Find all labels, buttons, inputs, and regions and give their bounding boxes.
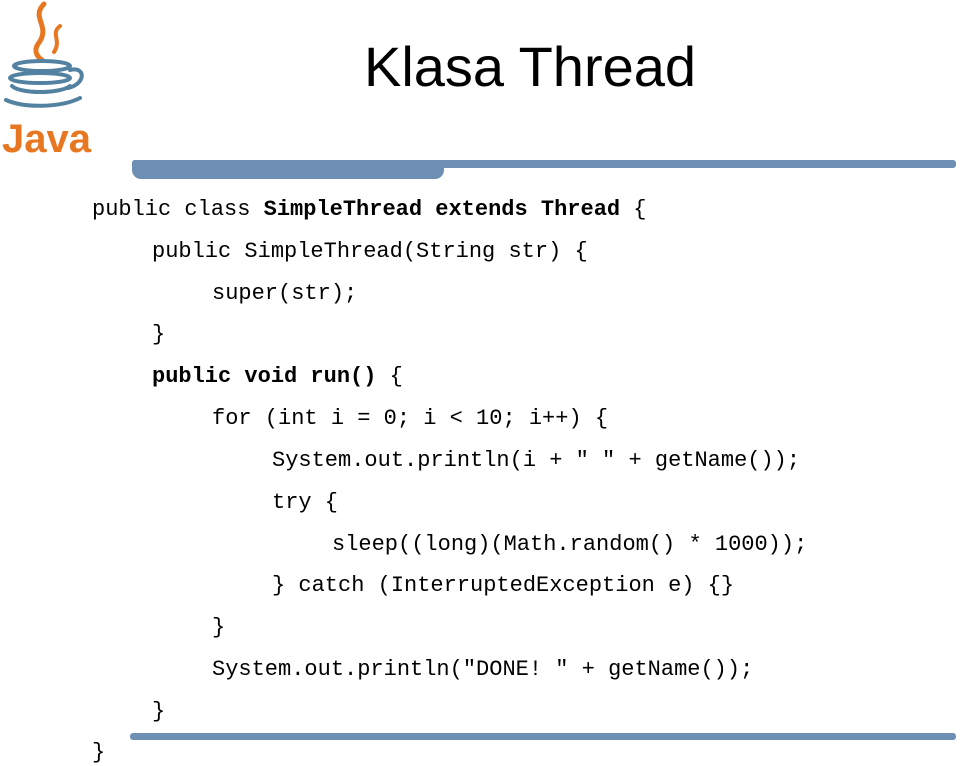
code-text: } [152,322,166,347]
top-divider-tab [132,160,444,179]
java-logo: Java [2,1,92,160]
code-text: try { [272,490,339,515]
code-text: System.out.println("DONE! " + getName())… [212,657,754,682]
code-text: sleep((long)(Math.random() * 1000)); [332,532,808,557]
code-keyword-bold: SimpleThread extends Thread [263,197,621,222]
code-line: } [212,615,225,641]
code-line: sleep((long)(Math.random() * 1000)); [332,532,807,558]
code-line: public SimpleThread(String str) { [152,239,588,265]
code-line: System.out.println(i + " " + getName()); [272,448,800,474]
code-text: { [376,364,403,389]
code-text: } [212,615,226,640]
code-text: public class [92,197,264,222]
code-line: super(str); [212,281,357,307]
code-text: { [620,197,647,222]
code-line: System.out.println("DONE! " + getName())… [212,657,753,683]
slide-title: Klasa Thread [363,35,697,98]
code-line: } catch (InterruptedException e) {} [272,573,734,599]
code-text: super(str); [212,281,358,306]
code-text: public SimpleThread(String str) { [152,239,588,264]
code-text: } catch (InterruptedException e) {} [272,573,735,598]
svg-text:Java: Java [2,117,92,160]
code-line: for (int i = 0; i < 10; i++) { [212,406,608,432]
code-keyword-bold: public void run() [152,364,377,389]
code-line: try { [272,490,338,516]
code-line: } [152,322,165,348]
code-line: public void run() { [152,364,403,390]
code-text: System.out.println(i + " " + getName()); [272,448,801,473]
code-text: for (int i = 0; i < 10; i++) { [212,406,609,431]
code-line: public class SimpleThread extends Thread… [92,197,647,223]
code-line: } [92,740,105,766]
top-divider-bar [132,160,956,168]
code-line: } [152,699,165,725]
code-text: } [92,740,106,765]
code-text: } [152,699,166,724]
bottom-divider-bar [130,733,956,740]
